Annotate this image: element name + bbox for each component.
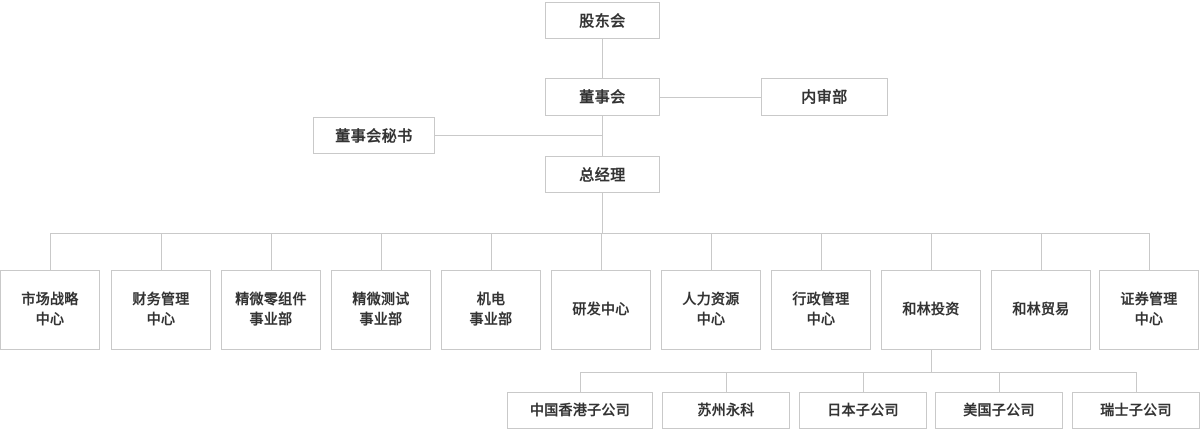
node-board-of-directors[interactable]: 董事会 <box>545 78 660 116</box>
drop-sub4 <box>999 372 1000 392</box>
node-dept-administration-center[interactable]: 行政管理 中心 <box>771 270 871 350</box>
drop-dept10 <box>1041 233 1042 270</box>
drop-dept11 <box>1149 233 1150 270</box>
sub-bus-line <box>580 372 1136 373</box>
drop-sub3 <box>863 372 864 392</box>
edge-helin-invest-sub-bus <box>931 350 932 372</box>
drop-sub1 <box>580 372 581 392</box>
node-dept-helin-trading[interactable]: 和林贸易 <box>991 270 1091 350</box>
node-dept-helin-investment[interactable]: 和林投资 <box>881 270 981 350</box>
node-dept-market-strategy-center[interactable]: 市场战略 中心 <box>0 270 100 350</box>
edge-board-audit <box>660 97 761 98</box>
node-general-manager[interactable]: 总经理 <box>545 156 660 193</box>
drop-dept7 <box>711 233 712 270</box>
node-dept-finance-management-center[interactable]: 财务管理 中心 <box>111 270 211 350</box>
node-shareholders[interactable]: 股东会 <box>545 2 660 39</box>
drop-dept2 <box>161 233 162 270</box>
edge-gm-dept-bus <box>602 193 603 233</box>
drop-dept3 <box>271 233 272 270</box>
drop-dept9 <box>931 233 932 270</box>
node-internal-audit[interactable]: 内审部 <box>761 78 888 116</box>
drop-dept1 <box>50 233 51 270</box>
node-dept-precision-components-division[interactable]: 精微零组件 事业部 <box>221 270 321 350</box>
node-subsidiary-suzhou-yongke[interactable]: 苏州永科 <box>662 392 790 429</box>
edge-board-gm <box>602 116 603 156</box>
node-subsidiary-switzerland[interactable]: 瑞士子公司 <box>1072 392 1200 429</box>
drop-dept8 <box>821 233 822 270</box>
edge-shareholders-board <box>602 39 603 78</box>
drop-dept4 <box>381 233 382 270</box>
drop-sub5 <box>1136 372 1137 392</box>
node-board-secretary[interactable]: 董事会秘书 <box>313 117 435 154</box>
node-subsidiary-usa[interactable]: 美国子公司 <box>935 392 1063 429</box>
drop-dept6 <box>601 233 602 270</box>
drop-dept5 <box>491 233 492 270</box>
node-dept-human-resources-center[interactable]: 人力资源 中心 <box>661 270 761 350</box>
node-subsidiary-japan[interactable]: 日本子公司 <box>799 392 927 429</box>
dept-bus-line <box>50 233 1150 234</box>
node-dept-electromechanical-division[interactable]: 机电 事业部 <box>441 270 541 350</box>
node-dept-securities-management-center[interactable]: 证券管理 中心 <box>1099 270 1199 350</box>
node-dept-precision-testing-division[interactable]: 精微测试 事业部 <box>331 270 431 350</box>
node-subsidiary-hongkong[interactable]: 中国香港子公司 <box>507 392 653 429</box>
node-dept-rd-center[interactable]: 研发中心 <box>551 270 651 350</box>
drop-sub2 <box>726 372 727 392</box>
edge-secretary-trunk <box>435 135 602 136</box>
